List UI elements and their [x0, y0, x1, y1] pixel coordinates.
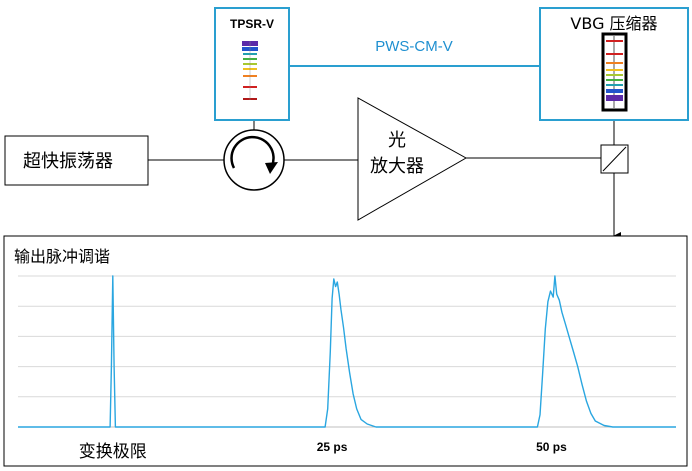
circulator[interactable] [223, 129, 285, 191]
amplifier-label-line1: 光 [388, 130, 406, 151]
pulse-trace-line [18, 275, 676, 428]
output-chart: 输出脉冲调谐 变换极限 25 ps 50 ps [3, 235, 688, 467]
tpsr-grating-icon [242, 41, 258, 100]
circulator-arrow-icon [230, 135, 278, 174]
tpsr-module[interactable]: TPSR-V [214, 7, 290, 121]
circulator-body [223, 129, 285, 191]
x-tick-label-1: 变换极限 [79, 442, 147, 462]
chart-grid [18, 275, 676, 398]
chart-title: 输出脉冲调谐 [14, 247, 110, 266]
beam-splitter-icon [600, 144, 629, 174]
oscillator-module[interactable]: 超快振荡器 [4, 135, 149, 186]
chart-frame [3, 235, 688, 467]
x-tick-label-3: 50 ps [536, 440, 567, 454]
vbg-compressor-module[interactable]: VBG 压缩器 [539, 7, 689, 121]
chart-trace-layer [18, 275, 676, 428]
oscillator-label: 超快振荡器 [23, 151, 113, 172]
vbg-grating-icon [601, 32, 628, 112]
vbg-label: VBG 压缩器 [570, 14, 657, 33]
oscillator-box [4, 135, 149, 186]
amplifier[interactable]: 光 放大器 [357, 97, 468, 221]
pws-label: PWS-CM-V [375, 38, 453, 55]
tpsr-label: TPSR-V [230, 17, 274, 31]
amplifier-triangle [357, 97, 468, 221]
amplifier-label-line2: 放大器 [370, 156, 424, 177]
chart-tick-labels: 变换极限 25 ps 50 ps [79, 440, 567, 462]
x-tick-label-2: 25 ps [317, 440, 348, 454]
